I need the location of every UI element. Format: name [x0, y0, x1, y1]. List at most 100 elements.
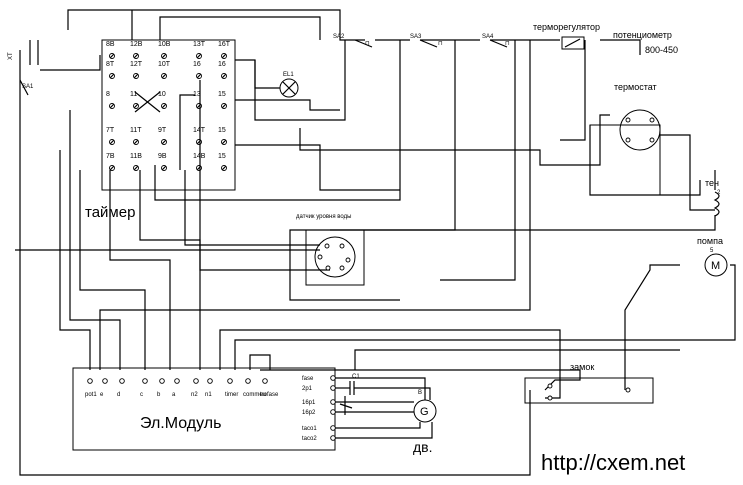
svg-text:⊓: ⊓ — [365, 41, 370, 47]
svg-text:SA4: SA4 — [482, 34, 494, 40]
module-pin — [193, 378, 199, 384]
module-right-pin-label: taco2 — [302, 436, 317, 442]
svg-text:термостат: термостат — [614, 82, 657, 92]
svg-text:G: G — [420, 406, 429, 418]
timer-terminal-label: 10T — [158, 61, 171, 68]
module-pin-label: n2 — [191, 392, 198, 398]
timer-cross-2 — [134, 91, 161, 113]
timer-box — [101, 39, 236, 191]
thermostat: термостат — [589, 82, 661, 196]
lock-box — [524, 377, 654, 404]
timer-terminal-label: 12T — [130, 61, 143, 68]
wires — [15, 9, 736, 476]
svg-text:помпа: помпа — [697, 236, 723, 246]
module-right-pin-label: taco1 — [302, 426, 317, 432]
module-pin — [159, 378, 165, 384]
heater: тен 2 — [705, 178, 721, 217]
timer-terminal-label: 10 — [158, 91, 166, 98]
lamp-el1: EL1 — [254, 60, 299, 98]
connector-xt: XT — [8, 40, 39, 65]
module-pin — [227, 378, 233, 384]
module-right-pin — [330, 425, 336, 431]
svg-text:B: B — [418, 390, 422, 396]
module-pin — [207, 378, 213, 384]
motor: G дв. B C1 — [335, 374, 437, 455]
module-pin-label: d — [117, 392, 120, 398]
timer-terminal-label: 8B — [106, 41, 115, 48]
switch-sa2: SA2 ⊓ — [333, 34, 373, 48]
timer-terminal-label: 9B — [158, 153, 167, 160]
timer-terminal-label: 11 — [130, 91, 137, 98]
water-sensor: датчик уровня воды — [296, 214, 365, 286]
thermoregulator: терморегулятор — [533, 22, 600, 50]
module-label: Эл.Модуль — [140, 415, 221, 432]
svg-text:XT: XT — [8, 52, 14, 60]
module-pin-label: c — [140, 392, 143, 398]
svg-text:800-450: 800-450 — [645, 45, 678, 55]
timer-terminal-label: 11B — [130, 153, 142, 160]
svg-text:2: 2 — [717, 190, 721, 196]
svg-text:C1: C1 — [352, 374, 360, 380]
module-pin-label: commeu — [243, 392, 266, 398]
timer-terminal-label: 12B — [130, 41, 143, 48]
timer-terminal-label: 14T — [193, 127, 206, 134]
svg-text:терморегулятор: терморегулятор — [533, 22, 600, 32]
timer-terminal-label: 15 — [218, 153, 226, 160]
timer-terminal-label: 11T — [130, 127, 142, 134]
module-right-pin-label: 16p2 — [302, 410, 316, 416]
module-box — [72, 367, 336, 451]
timer-block: 8B 12B 10B 13T 16T 8T 12T 10T 16 16 8 11 10 13 15 7T 11T… — [85, 39, 236, 221]
svg-text:5: 5 — [710, 248, 714, 254]
module-pin-label: timer — [225, 392, 238, 398]
timer-terminal-label: 9T — [158, 127, 167, 134]
module-pin — [245, 378, 251, 384]
module-pin — [102, 378, 108, 384]
timer-terminal-label: 8T — [106, 61, 115, 68]
timer-terminal-label: 15 — [218, 127, 226, 134]
svg-text:⊓: ⊓ — [505, 41, 510, 47]
potentiometer: потенциометр 800-450 — [613, 30, 678, 55]
pump: помпа 5 M — [697, 236, 728, 277]
svg-text:датчик уровня воды: датчик уровня воды — [296, 214, 351, 220]
module-pin — [262, 378, 268, 384]
timer-terminal-label: 7B — [106, 153, 115, 160]
svg-text:тен: тен — [705, 178, 719, 188]
svg-text:замок: замок — [570, 362, 594, 372]
module-right-pin — [330, 375, 336, 381]
timer-terminal-label: 7T — [106, 127, 115, 134]
website-label: http://cxem.net — [541, 450, 685, 475]
timer-terminal-label: 10B — [158, 41, 171, 48]
lock: замок — [547, 362, 631, 401]
switch-sa1: SA1 — [19, 79, 34, 96]
timer-terminal-label: 13T — [193, 41, 206, 48]
timer-terminal-label: 16T — [218, 41, 231, 48]
timer-terminal-label: 15 — [218, 91, 226, 98]
timer-terminal-label: 13 — [193, 91, 201, 98]
switch-sa3: SA3 ⊓ — [410, 34, 443, 48]
thermostat-dial — [619, 109, 661, 151]
module-pin-label: e — [100, 392, 104, 398]
timer-terminal-label: 8 — [106, 91, 110, 98]
pump-motor-icon — [704, 253, 728, 277]
module-pin — [142, 378, 148, 384]
svg-text:SA2: SA2 — [333, 34, 345, 40]
module-right-pin-label: 2p1 — [302, 386, 313, 392]
timer-terminal-label: 16 — [218, 61, 226, 68]
switches: SA1 XT SA2 ⊓ SA3 ⊓ SA4 ⊓ — [8, 34, 510, 96]
module-right-pin — [330, 399, 336, 405]
module-pin-label: a — [172, 392, 176, 398]
svg-text:дв.: дв. — [413, 439, 433, 455]
svg-text:SA3: SA3 — [410, 34, 422, 40]
module-pin — [87, 378, 93, 384]
timer-terminal-label: 16 — [193, 61, 201, 68]
module-right-pin — [330, 435, 336, 441]
svg-text:⊓: ⊓ — [438, 41, 443, 47]
svg-text:EL1: EL1 — [283, 72, 294, 78]
module-right-pin-label: fase — [302, 376, 314, 382]
module-right-pin — [330, 385, 336, 391]
module-pin-label: n1 — [205, 392, 212, 398]
